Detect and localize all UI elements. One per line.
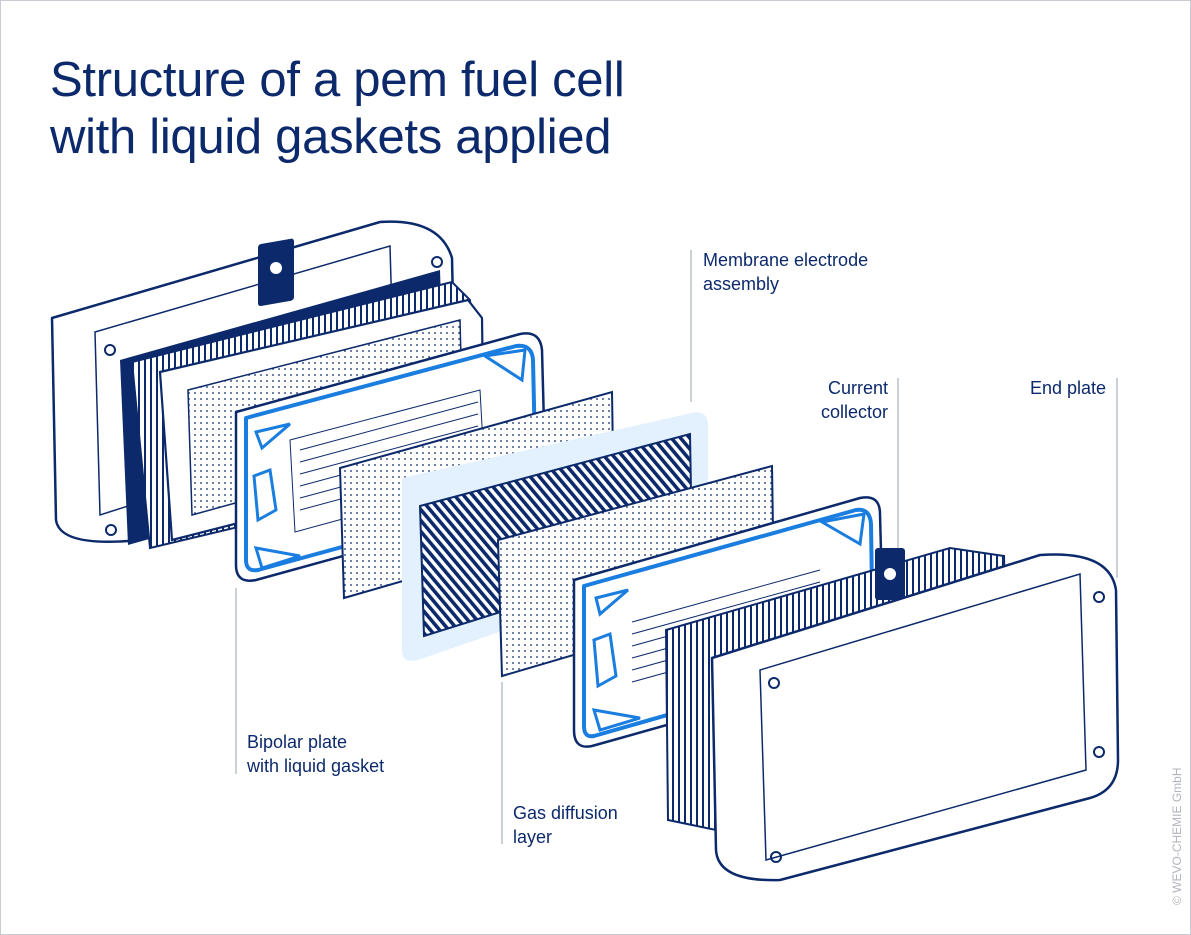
bolt-hole-icon (770, 851, 782, 863)
label-current-collector: Current collector (820, 378, 888, 422)
leader-lines (235, 250, 1118, 844)
bolt-hole-icon (1093, 746, 1105, 758)
bolt-hole-icon (104, 344, 116, 356)
bolt-hole-icon (768, 677, 780, 689)
label-gas-diffusion-layer: Gas diffusion layer (513, 803, 618, 847)
label-bipolar-plate: Bipolar plate with liquid gasket (247, 732, 385, 776)
label-end-plate: End plate (1029, 378, 1106, 398)
terminal-hole-icon (884, 568, 896, 580)
right-end-plate (710, 553, 1120, 882)
title-line-1: Structure of a pem fuel cell (50, 53, 625, 107)
label-membrane-electrode-assembly: Membrane electrode assembly (703, 250, 869, 294)
bolt-hole-icon (1093, 591, 1105, 603)
page-title: Structure of a pem fuel cell with liquid… (50, 52, 750, 166)
copyright-notice: © WEVO-CHEMIE GmbH (1170, 767, 1184, 905)
bolt-hole-icon (105, 524, 117, 536)
bolt-hole-icon (431, 256, 443, 268)
terminal-hole-icon (270, 262, 282, 274)
title-line-2: with liquid gaskets applied (50, 110, 612, 164)
